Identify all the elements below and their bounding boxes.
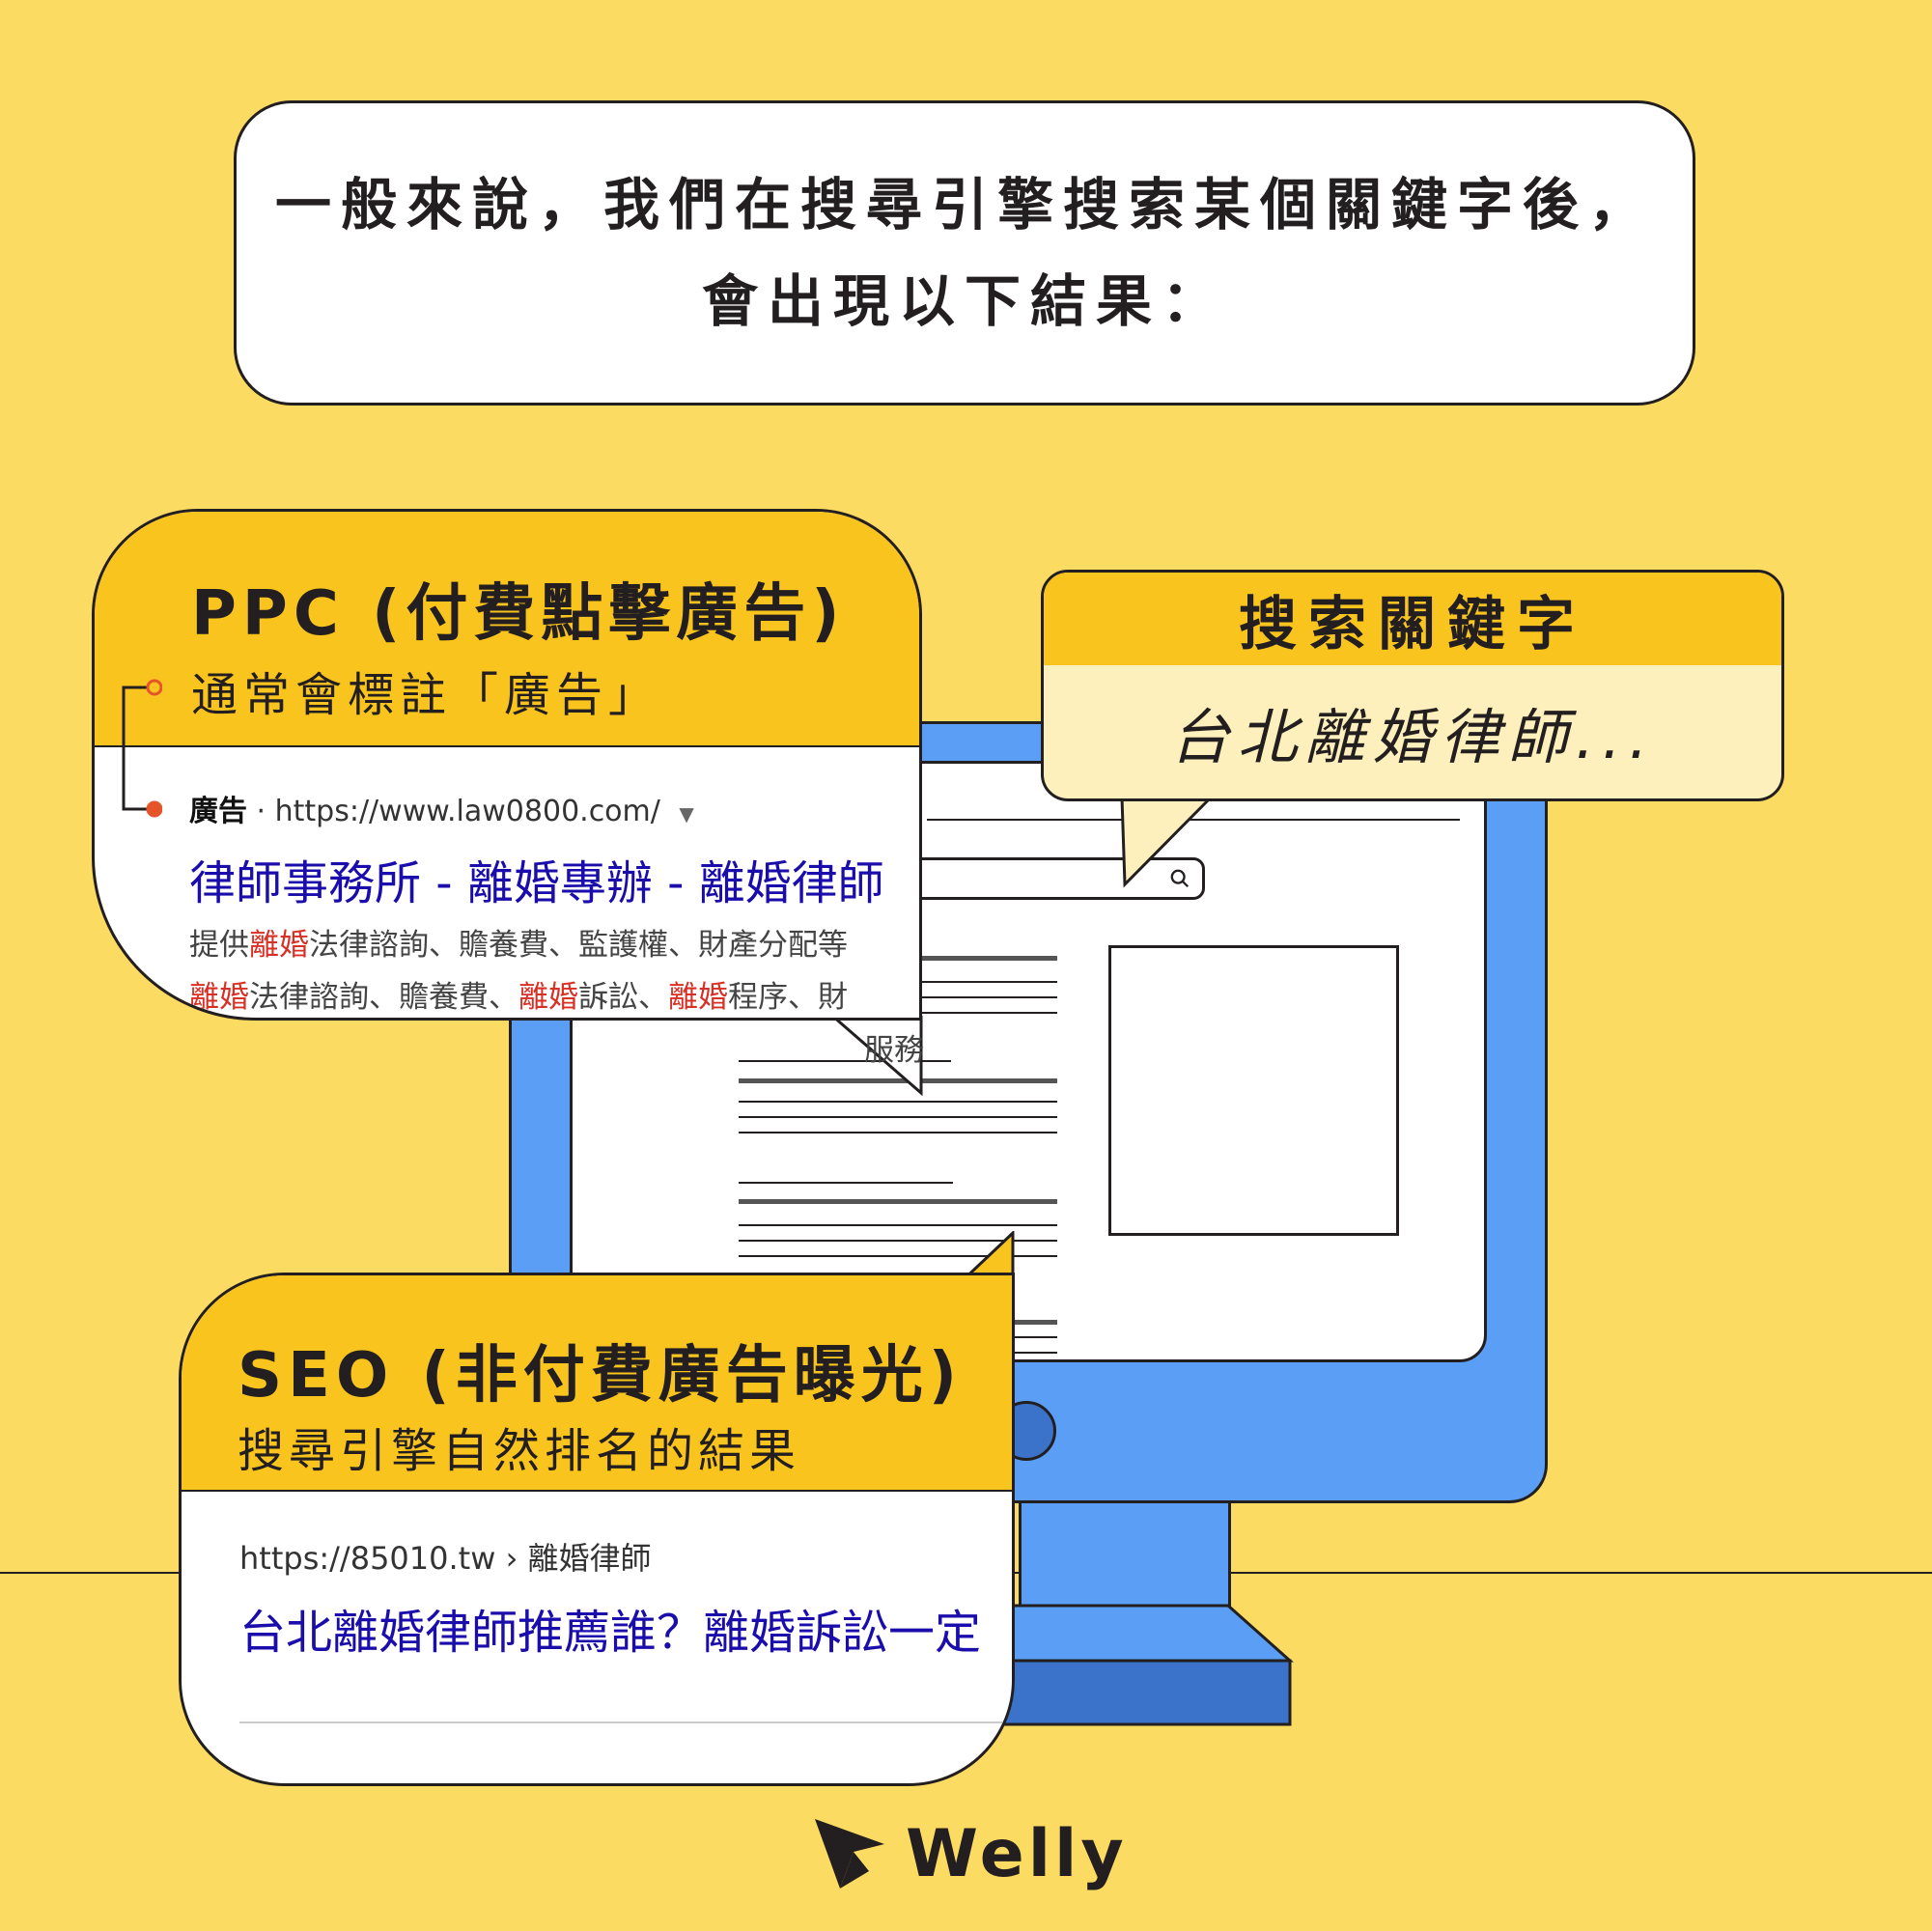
ppc-bubble: PPC (付費點擊廣告) 通常會標註「廣告」 廣告 · https://www.… xyxy=(92,509,922,1021)
intro-bubble: 一般來說，我們在搜尋引擎搜索某個關鍵字後， 會出現以下結果： xyxy=(234,100,1695,406)
screen-top-rule xyxy=(927,819,1460,821)
intro-line-2: 會出現以下結果： xyxy=(701,268,1227,334)
ad-label: 廣告 xyxy=(189,795,247,828)
ppc-bubble-tail xyxy=(831,1014,923,1096)
ppc-title: PPC (付費點擊廣告) xyxy=(191,578,846,650)
seo-title: SEO (非付費廣告曝光) xyxy=(238,1340,963,1412)
logo-text: Welly xyxy=(906,1815,1128,1892)
ad-url-text: https://www.law0800.com/ xyxy=(274,795,660,828)
monitor-stand-base xyxy=(966,1604,1294,1726)
ppc-ad-link[interactable]: 律師事務所 - 離婚專辦 - 離婚律師 xyxy=(189,856,884,910)
ppc-ad-desc-line-2: 離婚法律諮詢、贍養費、離婚訴訟、離婚程序、財 xyxy=(189,980,848,1015)
keyword-bubble: 搜索關鍵字 台北離婚律師... xyxy=(1041,570,1784,801)
ppc-ad-desc-line-1: 提供離婚法律諮詢、贍養費、監護權、財產分配等 xyxy=(189,928,848,963)
seo-result-url[interactable]: https://85010.tw › 離婚律師 xyxy=(239,1540,652,1577)
welly-logo: Welly xyxy=(811,1810,1130,1897)
search-icon xyxy=(1170,869,1190,888)
ppc-ad-desc-line-3: 服務 xyxy=(864,1033,924,1068)
monitor-stand-neck xyxy=(1019,1501,1231,1608)
dropdown-triangle-icon[interactable]: ▼ xyxy=(679,802,694,826)
screen-image-placeholder xyxy=(1108,945,1399,1236)
intro-line-1: 一般來說，我們在搜尋引擎搜索某個關鍵字後， xyxy=(274,172,1654,238)
seo-divider xyxy=(239,1721,1012,1723)
seo-subtitle: 搜尋引擎自然排名的結果 xyxy=(238,1424,801,1478)
ppc-connector-line xyxy=(122,679,162,818)
screen-search-bar[interactable] xyxy=(908,857,1205,900)
seo-bubble-tail xyxy=(956,1231,1015,1287)
seo-header: SEO (非付費廣告曝光) 搜尋引擎自然排名的結果 xyxy=(182,1275,1012,1492)
ppc-subtitle: 通常會標註「廣告」 xyxy=(191,668,661,722)
ppc-ad-url[interactable]: 廣告 · https://www.law0800.com/ ▼ xyxy=(189,795,694,828)
seo-bubble: SEO (非付費廣告曝光) 搜尋引擎自然排名的結果 https://85010.… xyxy=(179,1273,1015,1786)
seo-result-link[interactable]: 台北離婚律師推薦誰？離婚訴訟一定 xyxy=(239,1606,982,1660)
welly-arrow-icon xyxy=(815,1819,884,1889)
keyword-query: 台北離婚律師... xyxy=(1169,702,1656,772)
ppc-header: PPC (付費點擊廣告) 通常會標註「廣告」 xyxy=(95,512,919,747)
keyword-bubble-tail xyxy=(1120,796,1213,888)
keyword-title: 搜索關鍵字 xyxy=(1044,573,1781,665)
